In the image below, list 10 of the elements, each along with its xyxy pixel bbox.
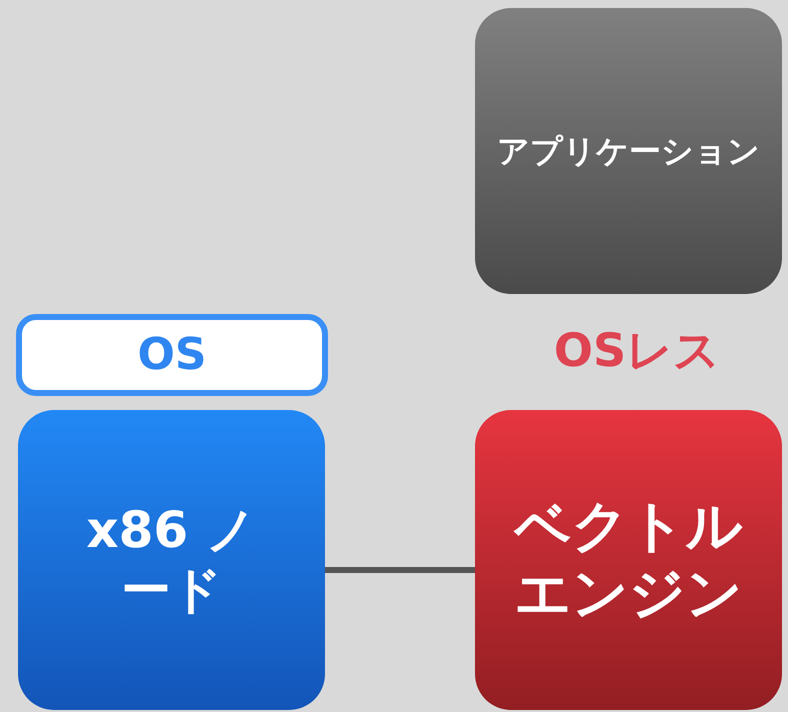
annotation-text: OSレス: [554, 322, 720, 379]
label-box: [16, 314, 328, 396]
process-box: [475, 410, 782, 710]
connector-line: [325, 567, 475, 573]
process-box: [475, 8, 782, 294]
node-label: ベクトルエンジン: [512, 492, 744, 628]
node-label: アプリケーション: [497, 132, 760, 170]
node-label: OS: [137, 328, 207, 382]
node-label: x86 ノード: [85, 500, 258, 620]
process-box: [18, 410, 325, 710]
